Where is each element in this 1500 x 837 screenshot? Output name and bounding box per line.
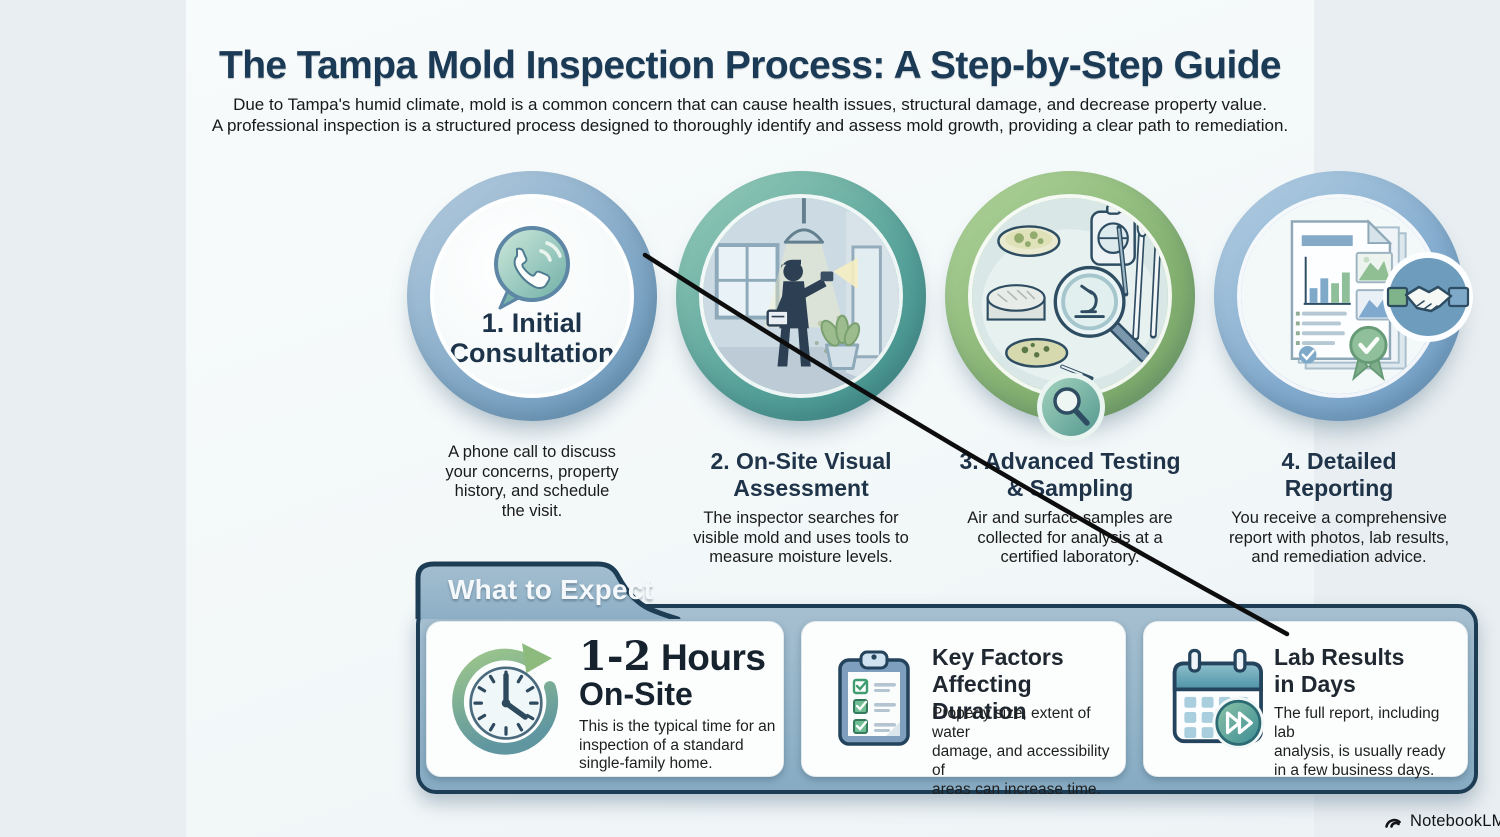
step-description: You receive a comprehensive report with … — [1228, 509, 1450, 566]
duration-value: 1-2 — [579, 633, 652, 680]
card-description: The full report, including lab analysis,… — [1274, 705, 1446, 779]
step-description: The inspector searches for visible mold … — [693, 509, 909, 566]
step-title: 1. Initial Consultation — [449, 308, 615, 368]
step-4-inner — [1237, 194, 1441, 398]
card-title-line2: On-Site — [579, 676, 693, 712]
watermark-label: NotebookLM — [1410, 811, 1500, 830]
clock-cycle-icon — [452, 643, 559, 755]
expect-card-onsite-time: 1-2 Hours On-Site This is the typical ti… — [426, 621, 784, 777]
expect-card-key-factors: Key Factors Affecting Duration Property … — [801, 621, 1126, 798]
step-title: 2. On-Site Visual Assessment — [710, 448, 892, 501]
what-to-expect-label: What to Expect — [448, 574, 654, 605]
step-2-circle — [676, 171, 926, 421]
handshake-badge-icon — [1383, 252, 1473, 342]
notebooklm-logo-icon — [1385, 818, 1401, 828]
step-3-inner — [968, 194, 1172, 398]
step-title: 3. Advanced Testing & Sampling — [959, 448, 1181, 501]
magnifier-badge — [1035, 371, 1107, 443]
step-title: 4. Detailed Reporting — [1281, 448, 1397, 501]
page-subtitle: Due to Tampa's humid climate, mold is a … — [211, 95, 1289, 135]
card-description: Property size, extent of water damage, a… — [932, 705, 1110, 798]
step-2-inner — [699, 194, 903, 398]
expect-card-lab-results: Lab Results in Days The full report, inc… — [1143, 621, 1468, 779]
page-title: The Tampa Mold Inspection Process: A Ste… — [218, 44, 1282, 87]
inspector-room-illustration — [703, 198, 899, 394]
step-description: Air and surface samples are collected fo… — [967, 509, 1173, 566]
magnifier-badge-icon — [1037, 373, 1105, 441]
step-1-circle: 1. Initial Consultation — [407, 171, 657, 421]
duration-unit: Hours — [651, 637, 766, 678]
handshake-badge — [1381, 250, 1475, 344]
step-1-inner: 1. Initial Consultation — [430, 194, 634, 398]
calendar-fast-forward-icon — [1172, 648, 1265, 749]
infographic-content: The Tampa Mold Inspection Process: A Ste… — [186, 0, 1478, 837]
card-description: This is the typical time for an inspecti… — [579, 718, 776, 772]
checklist-clipboard-icon — [838, 650, 910, 746]
phone-chat-icon — [494, 226, 570, 310]
lab-sampling-illustration — [972, 198, 1168, 394]
card-title: Key Factors Affecting Duration — [932, 644, 1064, 724]
report-document-illustration — [1241, 198, 1437, 394]
card-title: Lab Results in Days — [1274, 644, 1405, 697]
watermark: NotebookLM — [1384, 811, 1500, 831]
card-title: 1-2 Hours — [579, 636, 789, 687]
step-description: A phone call to discuss your concerns, p… — [445, 443, 619, 520]
